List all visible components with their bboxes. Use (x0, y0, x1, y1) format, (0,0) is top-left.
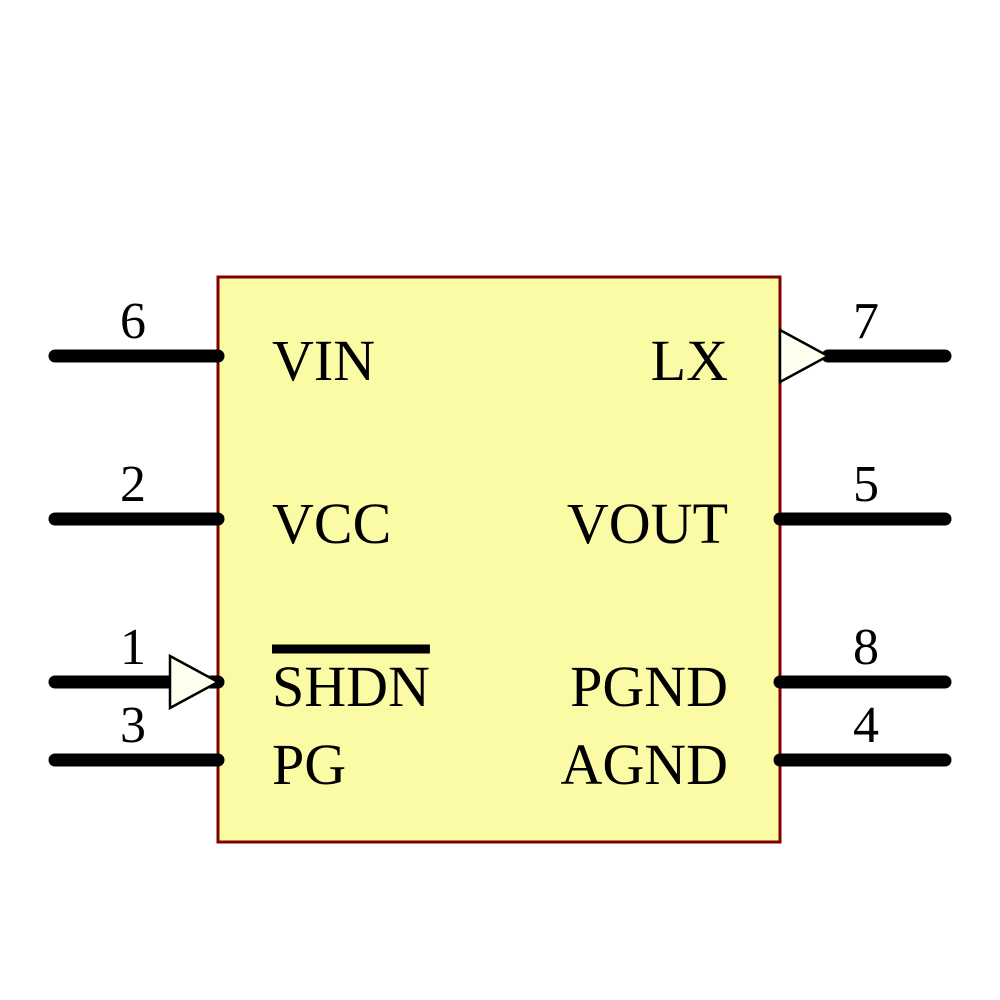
pin-number-8: 8 (853, 619, 879, 676)
component-body (216, 275, 782, 844)
pin-number-5: 5 (853, 456, 879, 513)
pin-label-shdn: SHDN (272, 654, 430, 719)
pin-number-3: 3 (120, 697, 146, 754)
pin-label-pg: PG (272, 732, 346, 797)
pin-number-2: 2 (120, 456, 146, 513)
pin-labels-group: VIN VCC SHDN PG LX VOUT PGND AGND (272, 328, 728, 797)
pin-number-1: 1 (120, 619, 146, 676)
input-arrow-shdn (168, 653, 221, 711)
pin-number-7: 7 (853, 293, 879, 350)
pin-label-vcc: VCC (272, 491, 391, 556)
pin-label-vout: VOUT (567, 491, 728, 556)
pin-graphics-group (48, 327, 952, 767)
pin-label-agnd: AGND (560, 732, 728, 797)
pin-numbers-group: 6 2 1 3 7 5 8 4 (120, 293, 879, 754)
pin-label-pgnd: PGND (570, 654, 728, 719)
pin-number-4: 4 (853, 697, 879, 754)
output-arrow-lx (778, 327, 831, 385)
pin-label-lx: LX (651, 328, 728, 393)
pin-label-vin: VIN (272, 328, 375, 393)
pin-number-6: 6 (120, 293, 146, 350)
